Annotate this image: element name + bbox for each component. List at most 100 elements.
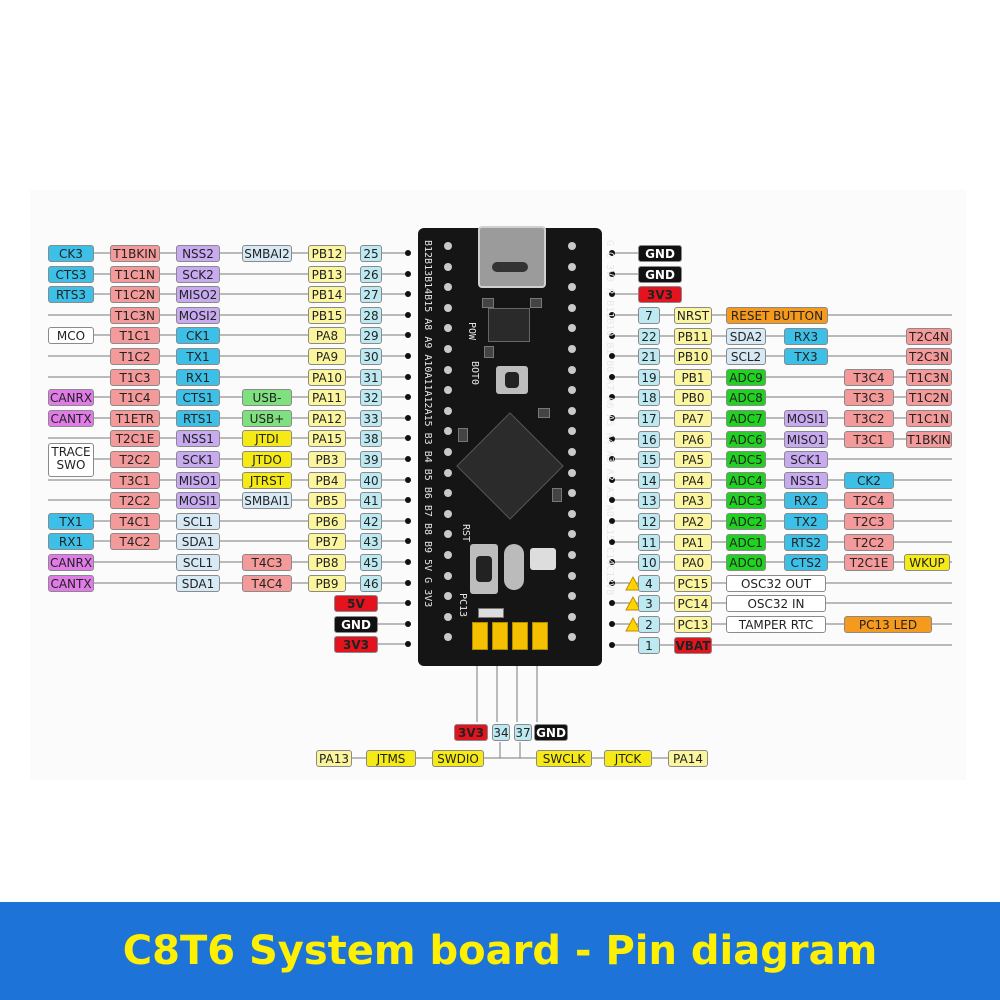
label-38: 38: [360, 430, 382, 447]
pin-dot: [405, 477, 411, 483]
label-cantx: CANTX: [48, 575, 94, 592]
label-pb9: PB9: [308, 575, 346, 592]
label-t3c4: T3C4: [844, 369, 894, 386]
label-19: 19: [638, 369, 660, 386]
label-rx3: RX3: [784, 328, 828, 345]
pin-dot: [609, 374, 615, 380]
label-46: 46: [360, 575, 382, 592]
label-pb14: PB14: [308, 286, 346, 303]
label-usb: USB+: [242, 410, 292, 427]
label-tx1: TX1: [176, 348, 220, 365]
label-pb1: PB1: [674, 369, 712, 386]
label-26: 26: [360, 266, 382, 283]
label-nss1: NSS1: [784, 472, 828, 489]
label-45: 45: [360, 554, 382, 571]
label-reset-button: RESET BUTTON: [726, 307, 828, 324]
reset-button: [470, 544, 498, 594]
label-pb4: PB4: [308, 472, 346, 489]
label-adc1: ADC1: [726, 534, 766, 551]
label-adc3: ADC3: [726, 492, 766, 509]
label-rts3: RTS3: [48, 286, 94, 303]
label-nss2: NSS2: [176, 245, 220, 262]
pin-dot: [405, 250, 411, 256]
board-silkscreen-left: B12B13B14B15 A8 A9 A10A11A12A15 B3 B4 B5…: [422, 240, 433, 608]
usb-c-connector: [478, 226, 546, 288]
label-trace-swo: TRACE SWO: [48, 443, 94, 477]
label-37: 37: [514, 724, 532, 741]
label-nrst: NRST: [674, 307, 712, 324]
label-adc4: ADC4: [726, 472, 766, 489]
label-tamper-rtc: TAMPER RTC: [726, 616, 826, 633]
label-cantx: CANTX: [48, 410, 94, 427]
label-sck1: SCK1: [784, 451, 828, 468]
label-18: 18: [638, 389, 660, 406]
pin-dot: [609, 353, 615, 359]
label-pa9: PA9: [308, 348, 346, 365]
label-rx1: RX1: [48, 533, 94, 550]
label-jtdo: JTDO: [242, 451, 292, 468]
pin-dot: [609, 621, 615, 627]
label-pc13: PC13: [674, 616, 712, 633]
pin-dot: [405, 621, 411, 627]
board-silkscreen-right: G G 3V3 R B11B10 B1 B0 A7 A6 A5 A4 A3 A2…: [604, 240, 615, 596]
label-rx2: RX2: [784, 492, 828, 509]
label-rts2: RTS2: [784, 534, 828, 551]
pin-dot: [609, 415, 615, 421]
label-canrx: CANRX: [48, 554, 94, 571]
pin-dot: [609, 559, 615, 565]
label-4: 4: [638, 575, 660, 592]
label-jtck: JTCK: [604, 750, 652, 767]
pin-dot: [609, 436, 615, 442]
label-wkup: WKUP: [904, 554, 950, 571]
label-25: 25: [360, 245, 382, 262]
label-40: 40: [360, 472, 382, 489]
label-t1etr: T1ETR: [110, 410, 160, 427]
label-sck1: SCK1: [176, 451, 220, 468]
label-17: 17: [638, 410, 660, 427]
label-cts1: CTS1: [176, 389, 220, 406]
label-t1bkin: T1BKIN: [906, 431, 952, 448]
pin-dot: [609, 580, 615, 586]
pin-dot: [609, 518, 615, 524]
label-miso2: MISO2: [176, 286, 220, 303]
label-t3c1: T3C1: [844, 431, 894, 448]
pin-dot: [405, 456, 411, 462]
pin-dot: [405, 291, 411, 297]
label-osc32-in: OSC32 IN: [726, 595, 826, 612]
label-tx2: TX2: [784, 513, 828, 530]
pin-dot: [609, 642, 615, 648]
label-30: 30: [360, 348, 382, 365]
label-pa3: PA3: [674, 492, 712, 509]
pin-dot: [609, 539, 615, 545]
label-41: 41: [360, 492, 382, 509]
label-adc6: ADC6: [726, 431, 766, 448]
pin-dot: [405, 332, 411, 338]
label-7: 7: [638, 307, 660, 324]
stm32-board: B12B13B14B15 A8 A9 A10A11A12A15 B3 B4 B5…: [418, 226, 615, 666]
label-usb: USB-: [242, 389, 292, 406]
pin-dot: [609, 456, 615, 462]
label-pa6: PA6: [674, 431, 712, 448]
board-boot-label: BOT0: [469, 360, 481, 386]
label-mosi2: MOSI2: [176, 307, 220, 324]
label-tx3: TX3: [784, 348, 828, 365]
label-t1c2n: T1C2N: [110, 286, 160, 303]
label-pc15: PC15: [674, 575, 712, 592]
label-t1c2n: T1C2N: [906, 389, 952, 406]
label-adc5: ADC5: [726, 451, 766, 468]
label-2: 2: [638, 616, 660, 633]
label-pa4: PA4: [674, 472, 712, 489]
label-jtrst: JTRST: [242, 472, 292, 489]
label-1: 1: [638, 637, 660, 654]
pin-dot: [609, 600, 615, 606]
label-32: 32: [360, 389, 382, 406]
pin-dot: [609, 333, 615, 339]
label-t2c2: T2C2: [844, 534, 894, 551]
label-34: 34: [492, 724, 510, 741]
label-t1bkin: T1BKIN: [110, 245, 160, 262]
label-sda1: SDA1: [176, 575, 220, 592]
label-pa13: PA13: [316, 750, 352, 767]
label-22: 22: [638, 328, 660, 345]
label-ck1: CK1: [176, 327, 220, 344]
pin-dot: [609, 291, 615, 297]
